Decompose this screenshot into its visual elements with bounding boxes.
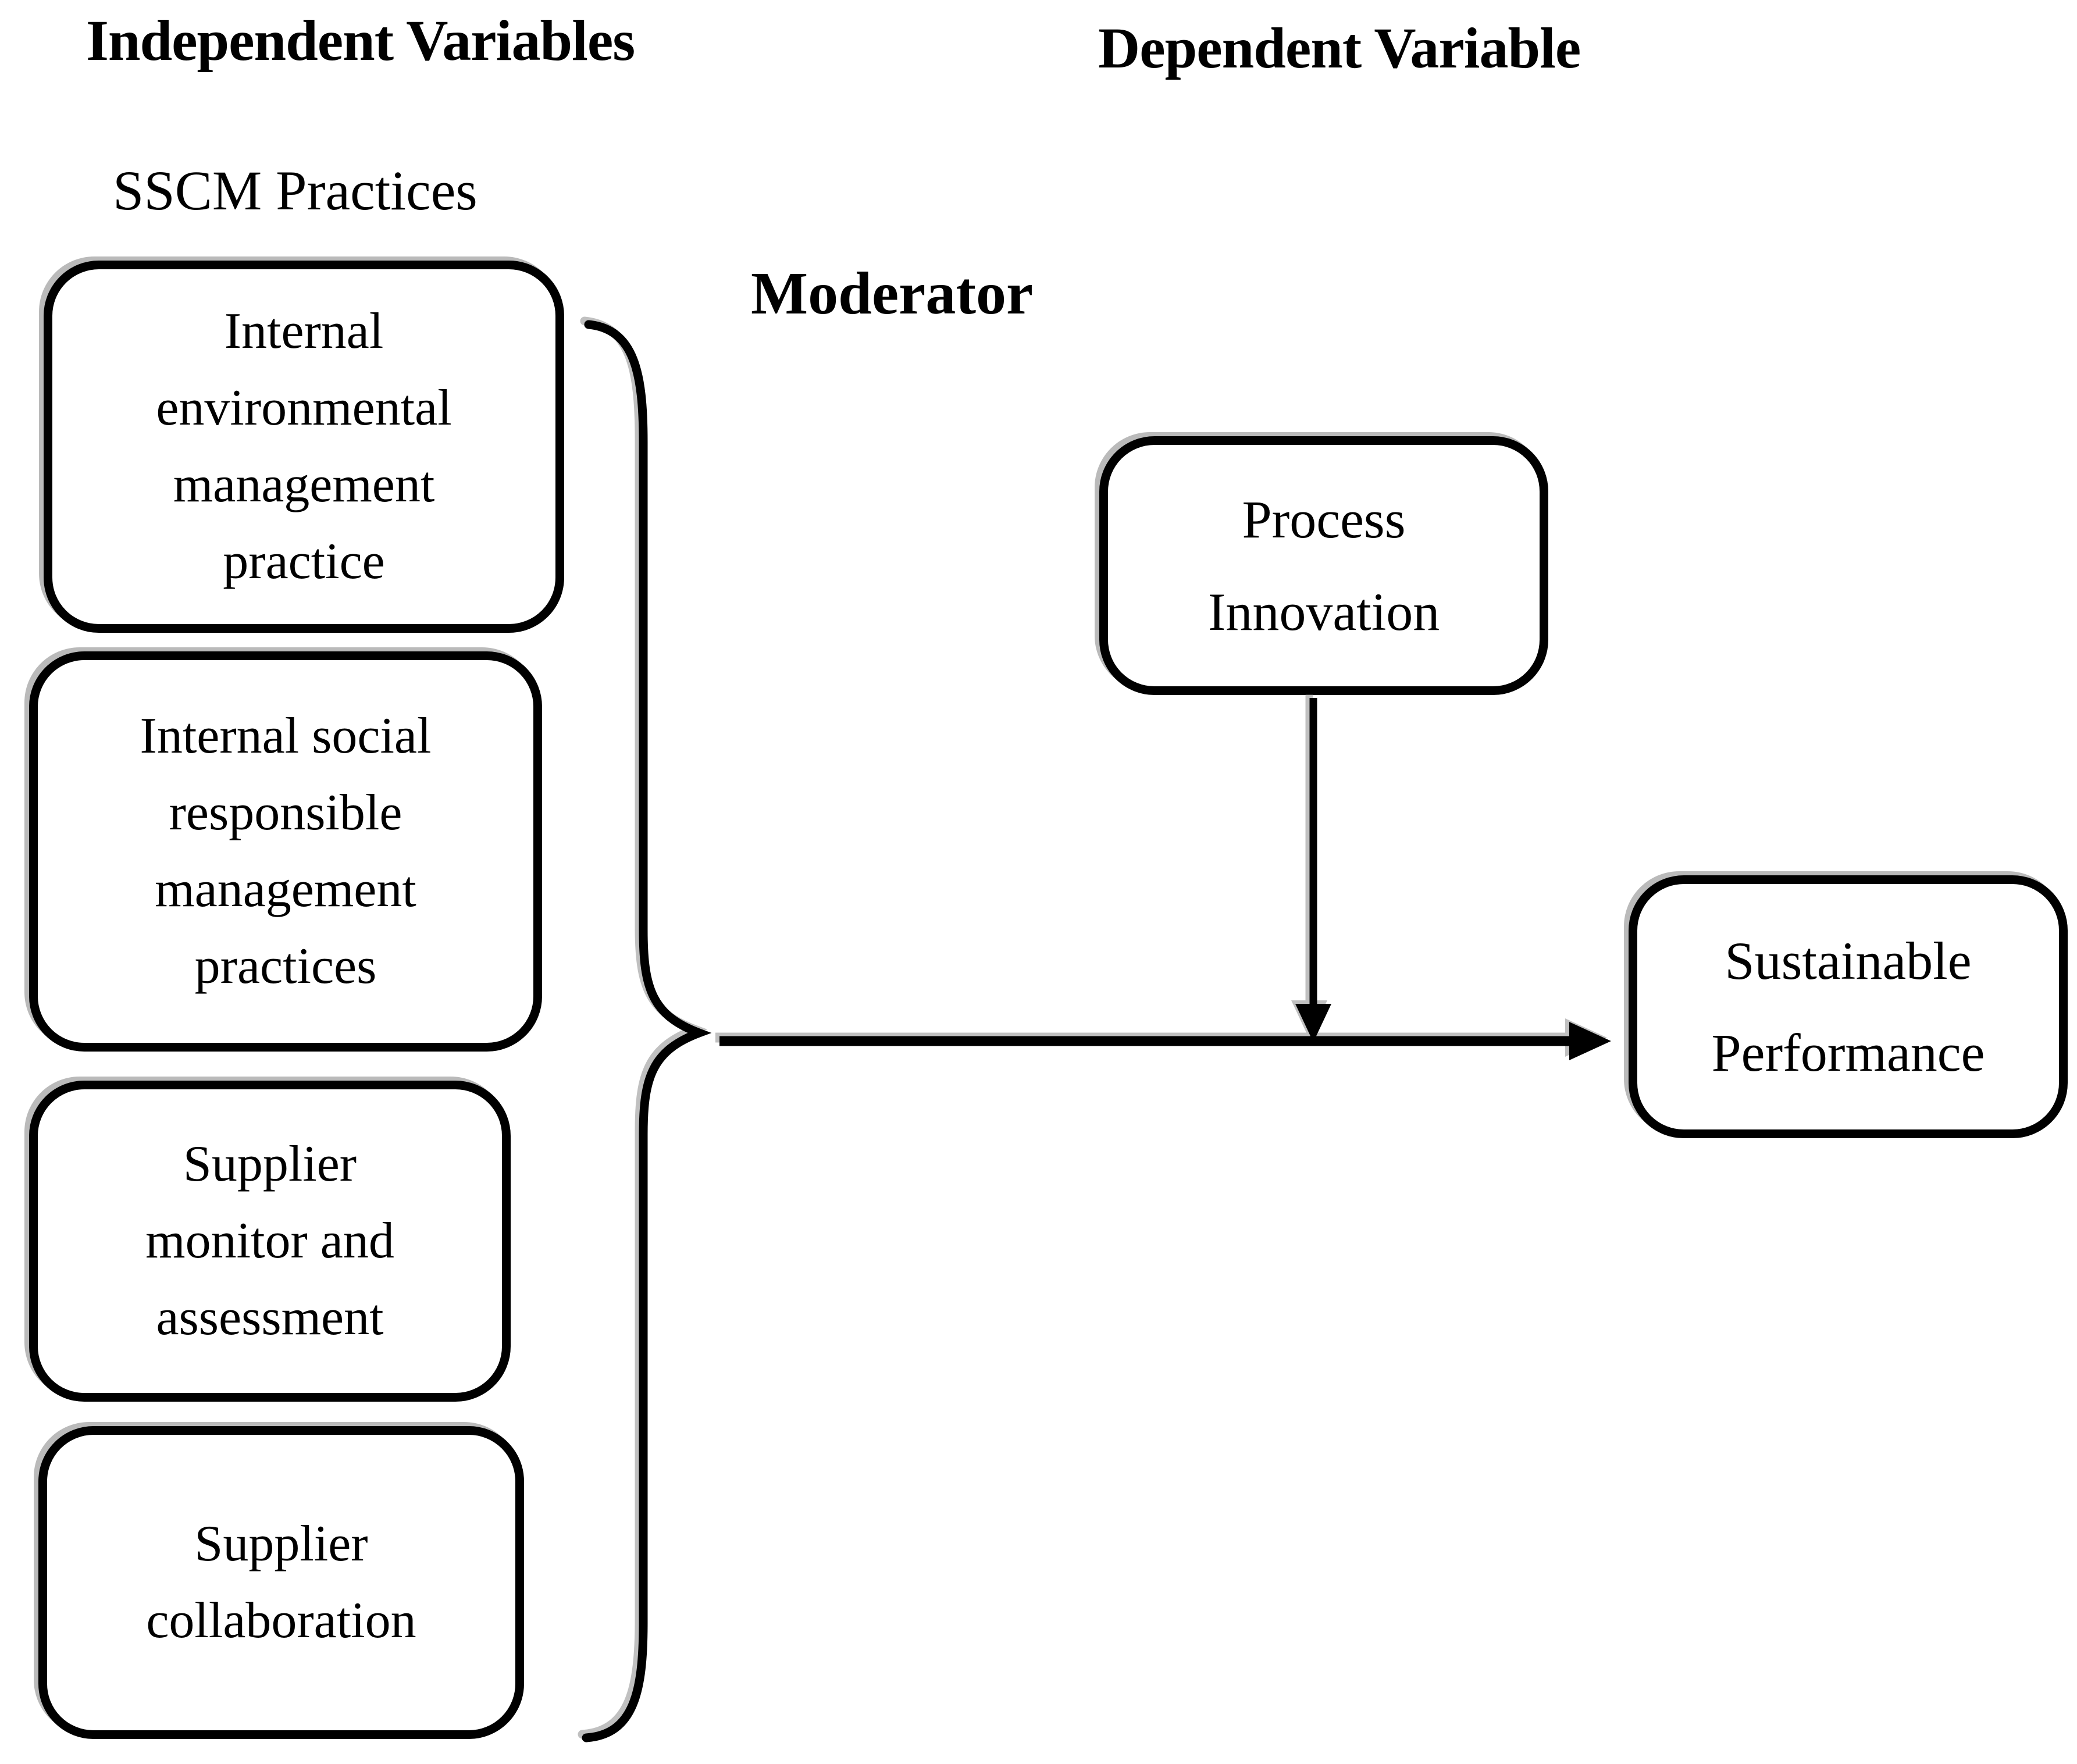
box-process-innovation: Process Innovation bbox=[1099, 436, 1548, 695]
box-label: Supplier collaboration bbox=[146, 1516, 416, 1649]
curly-brace bbox=[582, 320, 712, 1742]
box-label: Supplier monitor and assessment bbox=[145, 1136, 394, 1346]
label-moderator: Moderator bbox=[751, 260, 1034, 327]
box-label: Process Innovation bbox=[1207, 490, 1440, 642]
box-internal-social-responsible-management-practices: Internal social responsible management p… bbox=[29, 651, 542, 1052]
box-sustainable-performance: Sustainable Performance bbox=[1629, 875, 2068, 1138]
label-sscm-practices: SSCM Practices bbox=[113, 159, 478, 222]
main-arrowhead-icon bbox=[1569, 1022, 1611, 1060]
moderator-arrowhead-icon bbox=[1295, 1004, 1331, 1042]
box-internal-environmental-management-practice: Internal environmental management practi… bbox=[44, 261, 564, 633]
box-label: Internal environmental management practi… bbox=[156, 303, 452, 590]
box-supplier-collaboration: Supplier collaboration bbox=[38, 1426, 524, 1739]
heading-independent-variables: Independent Variables bbox=[86, 8, 635, 73]
heading-dependent-variable: Dependent Variable bbox=[1098, 16, 1581, 80]
box-label: Internal social responsible management p… bbox=[140, 708, 432, 995]
box-supplier-monitor-and-assessment: Supplier monitor and assessment bbox=[29, 1081, 511, 1402]
box-label: Sustainable Performance bbox=[1711, 931, 1985, 1082]
